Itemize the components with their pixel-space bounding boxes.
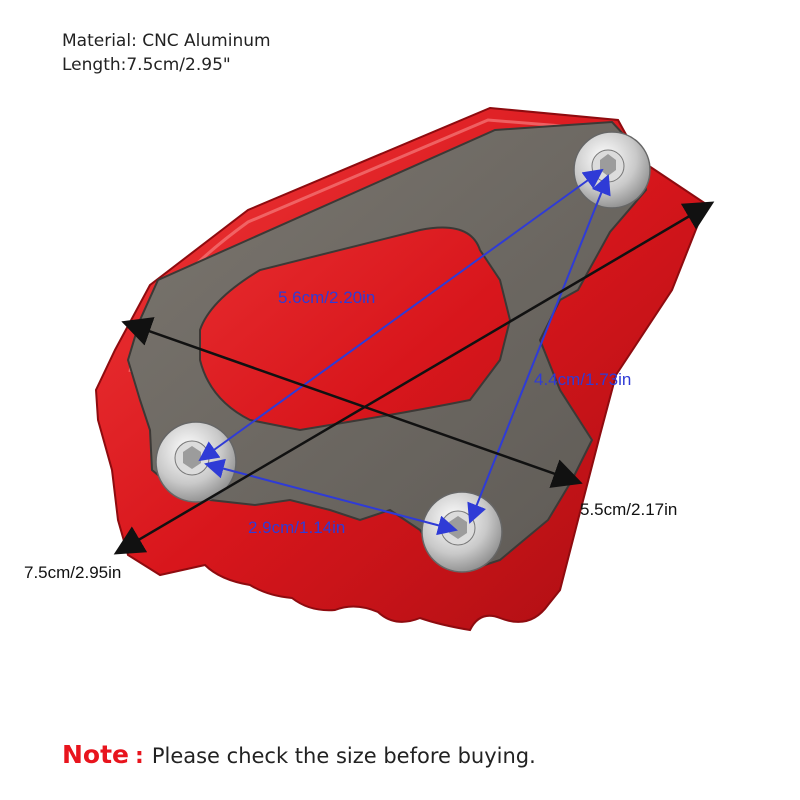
hex-bolt-icon [573, 131, 651, 209]
length-spec: Length:7.5cm/2.95" [62, 55, 231, 75]
width-label: 5.5cm/2.17in [580, 500, 678, 519]
note-text: Please check the size before buying. [151, 744, 536, 768]
right-vertical-label: 4.4cm/1.73in [534, 370, 632, 389]
material-spec: Material: CNC Aluminum [62, 31, 271, 51]
length-arrow [113, 201, 715, 555]
bottom-short-label: 2.9cm/1.14in [248, 518, 346, 537]
size-note: Note: Please check the size before buying… [62, 740, 536, 769]
dimension-arrows [113, 168, 715, 555]
note-colon: : [135, 744, 144, 769]
length-label: 7.5cm/2.95in [24, 563, 122, 582]
top-diagonal-label: 5.6cm/2.20in [278, 288, 376, 307]
hex-bolt-icon [421, 491, 503, 573]
note-label: Note [62, 740, 130, 769]
